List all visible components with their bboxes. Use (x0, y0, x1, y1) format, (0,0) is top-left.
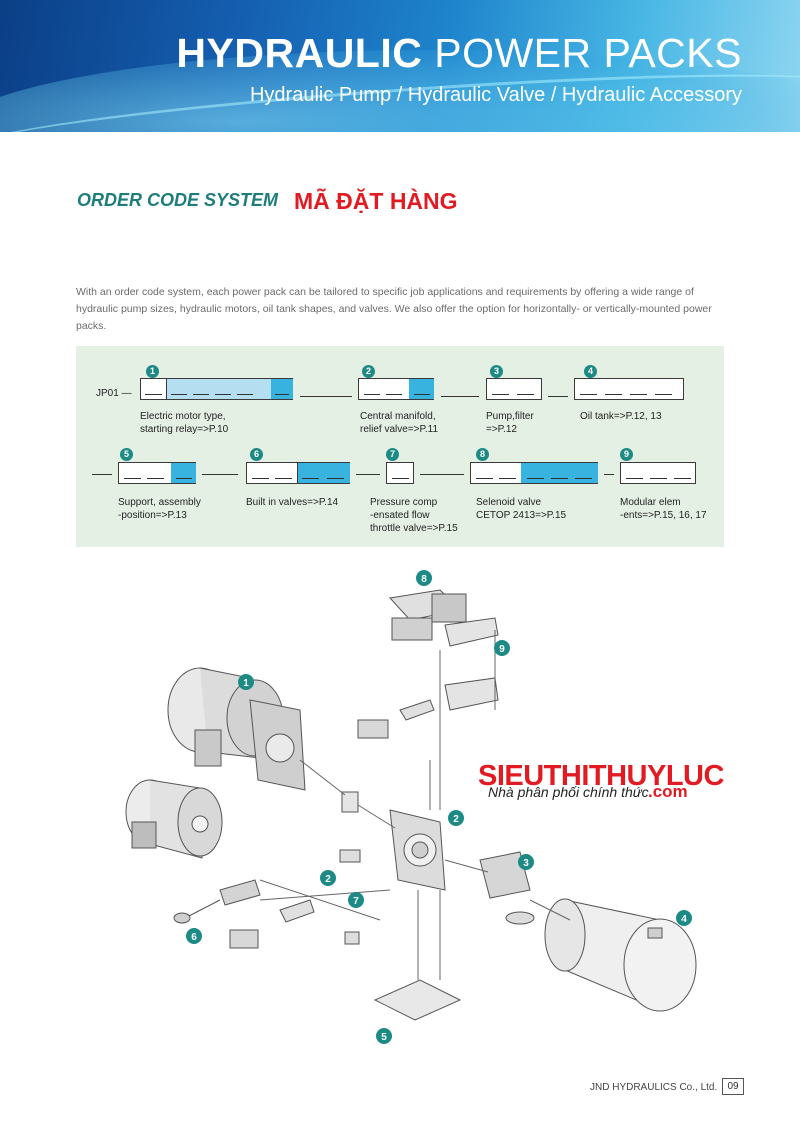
page-number: 09 (722, 1078, 744, 1095)
section-heading-en: ORDER CODE SYSTEM (77, 190, 279, 210)
code-group-number: 5 (120, 448, 133, 461)
code-cell-flow (386, 462, 414, 484)
solenoid-valve-illustration (389, 589, 467, 641)
callout-circle (676, 910, 692, 926)
header-banner: HYDRAULIC POWER PACKS Hydraulic Pump / H… (0, 0, 800, 132)
callout-circle (494, 640, 510, 656)
code-connector (92, 474, 112, 475)
footer-company: JND HYDRAULICS Co., Ltd. (590, 1082, 718, 1093)
callout-label: 4 (681, 914, 687, 925)
page-title: HYDRAULIC POWER PACKS (176, 30, 742, 77)
code-connector (202, 474, 238, 475)
callout-label: 2 (325, 874, 331, 885)
callout-label: 1 (243, 678, 249, 689)
code-group-label: -ents=>P.15, 16, 17 (620, 510, 707, 521)
code-group-number: 9 (620, 448, 633, 461)
brand-watermark: SIEUTHITHUYLUC (478, 760, 724, 792)
code-group-label: relief valve=>P.11 (360, 424, 439, 435)
callout-markers (186, 570, 692, 1044)
callout-circle (238, 674, 254, 690)
code-group-label: Pump,filter (486, 411, 534, 422)
code-group-number: 3 (490, 365, 503, 378)
code-cell-solenoid (470, 462, 598, 484)
code-group-number: 1 (146, 365, 159, 378)
code-group-number: 2 (362, 365, 375, 378)
electric-motor-illustration (167, 667, 306, 791)
title-rest: POWER PACKS (434, 30, 742, 76)
intro-paragraph: With an order code system, each power pa… (76, 286, 712, 332)
callout-circle (348, 892, 364, 908)
modular-block-illustration (444, 677, 499, 711)
code-cell-valves (246, 462, 350, 484)
code-group-label: -position=>P.13 (118, 510, 187, 521)
callout-label: 6 (191, 932, 197, 943)
code-group-label: Built in valves=>P.14 (246, 497, 339, 508)
callout-label: 7 (353, 896, 359, 907)
section-heading-vi: MÃ ĐẶT HÀNG (294, 188, 458, 214)
code-group-label: throttle valve=>P.15 (370, 523, 458, 534)
code-group-number: 6 (250, 448, 263, 461)
code-group-label: Pressure comp (370, 497, 438, 508)
callout-circle (320, 870, 336, 886)
code-cell-tank (574, 378, 684, 400)
callout-label: 9 (499, 644, 505, 655)
code-cell-manifold (358, 378, 434, 400)
code-cell-modular (620, 462, 696, 484)
code-group-label: Modular elem (620, 497, 681, 508)
code-group-label: Selenoid valve (476, 497, 542, 508)
callout-circle (376, 1028, 392, 1044)
coupling-illustration (341, 791, 359, 813)
code-group-label: Support, assembly (118, 497, 201, 508)
code-group-label: Central manifold, (360, 411, 436, 422)
oil-tank-illustration (544, 898, 697, 1012)
callout-circle (518, 854, 534, 870)
code-connector (604, 474, 614, 475)
brand-domain: .com (648, 782, 688, 801)
built-in-valve-illustration (173, 699, 435, 949)
title-bold: HYDRAULIC (176, 30, 423, 76)
code-connector (548, 396, 568, 397)
code-cell-pump (486, 378, 542, 400)
central-manifold-illustration (389, 809, 446, 891)
code-cell-motor (140, 378, 293, 400)
code-group-number: 7 (386, 448, 399, 461)
code-connector (356, 474, 380, 475)
code-group-label: Oil tank=>P.12, 13 (580, 411, 662, 422)
code-connector (300, 396, 352, 397)
code-cell-support (118, 462, 196, 484)
pump-illustration (479, 851, 535, 925)
callout-circle (448, 810, 464, 826)
code-group-label: CETOP 2413=>P.15 (476, 510, 567, 521)
callout-circle (186, 928, 202, 944)
code-group-label: -ensated flow (370, 510, 430, 521)
modular-block-illustration (444, 617, 499, 647)
code-group-label: starting relay=>P.10 (140, 424, 229, 435)
callout-circle (416, 570, 432, 586)
callout-label: 8 (421, 574, 427, 585)
callout-label: 3 (523, 858, 529, 869)
code-connector (420, 474, 464, 475)
callout-label: 5 (381, 1032, 387, 1043)
callout-label: 2 (453, 814, 459, 825)
brand-tagline: Nhà phân phối chính thức (488, 784, 649, 800)
page-subtitle: Hydraulic Pump / Hydraulic Valve / Hydra… (249, 84, 742, 106)
code-group-label: Electric motor type, (140, 411, 226, 422)
code-group-label: =>P.12 (486, 424, 517, 435)
code-connector (441, 396, 479, 397)
dc-motor-illustration (125, 779, 223, 859)
code-group-number: 8 (476, 448, 489, 461)
order-code-prefix: JP01 — (96, 388, 132, 399)
exploded-diagram: 8 9 1 2 3 2 7 6 4 5 (125, 570, 697, 1044)
support-illustration (373, 979, 462, 1021)
code-group-number: 4 (584, 365, 597, 378)
